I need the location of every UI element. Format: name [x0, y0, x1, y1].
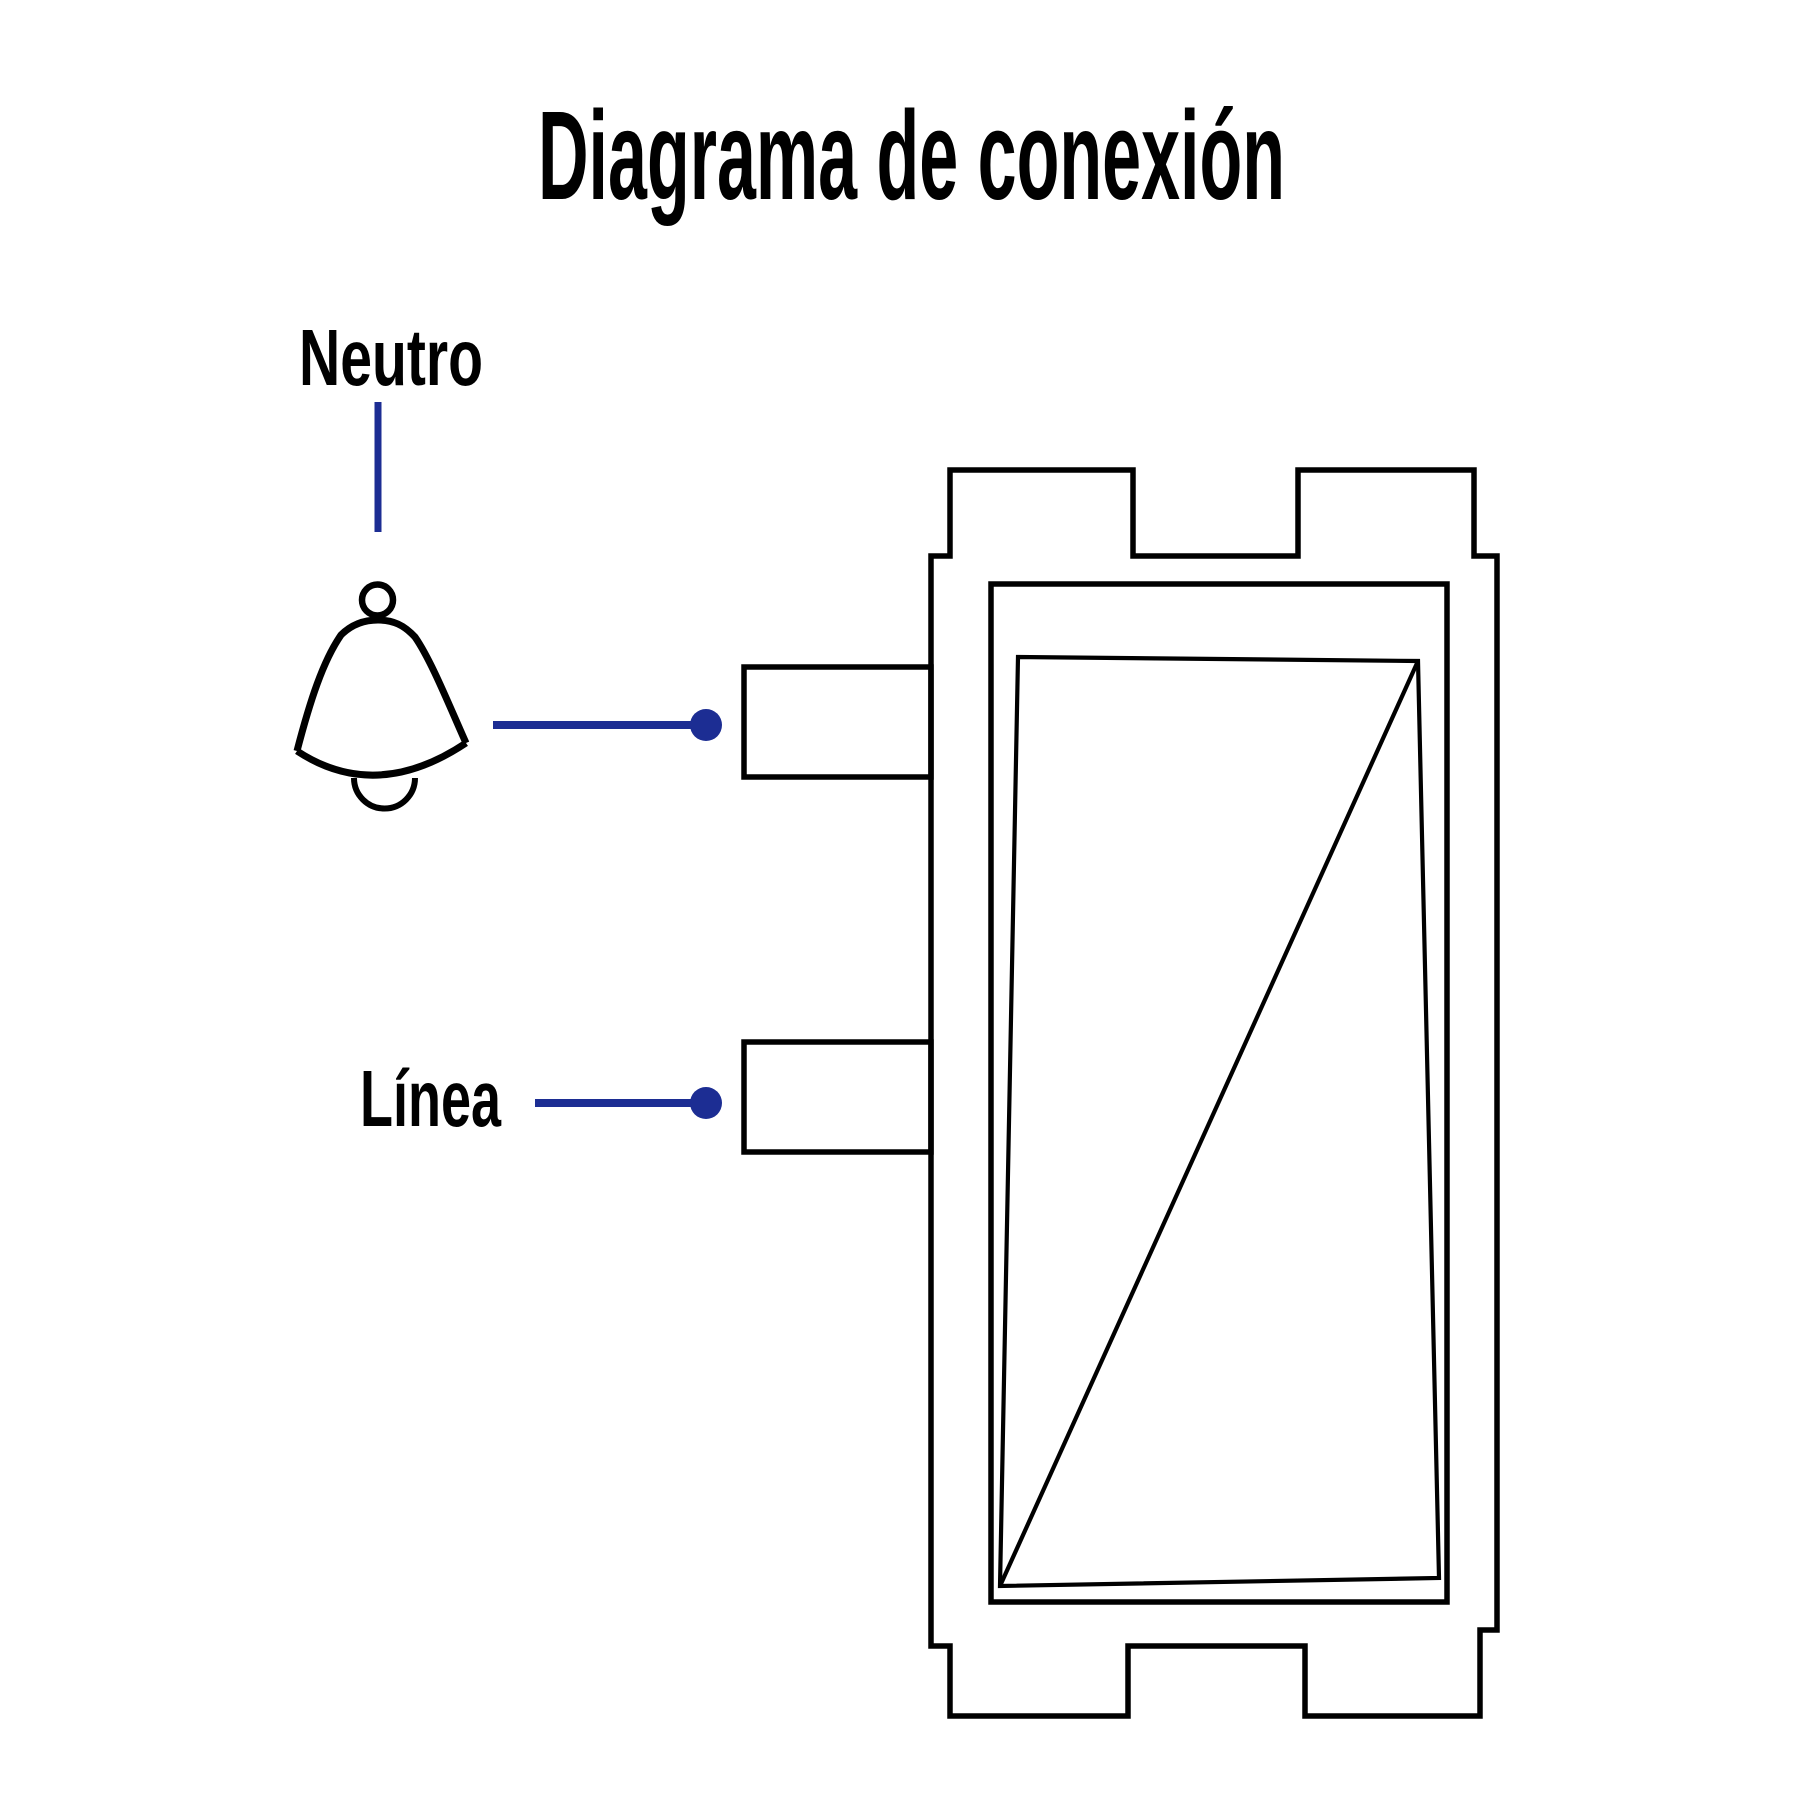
svg-text:Neutro: Neutro: [299, 313, 483, 402]
svg-text:Diagrama de conexión: Diagrama de conexión: [538, 85, 1285, 226]
svg-text:Línea: Línea: [360, 1054, 501, 1143]
